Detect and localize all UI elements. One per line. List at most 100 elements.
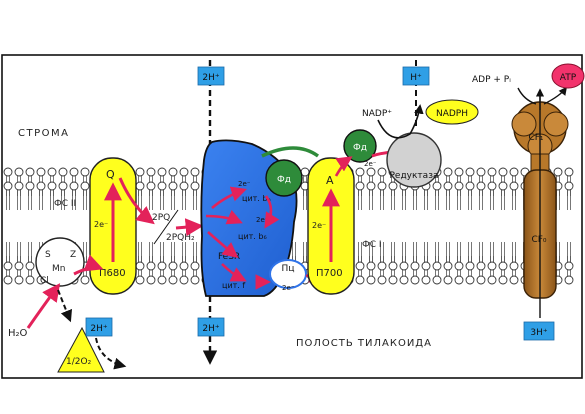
- lipid-head: [157, 261, 167, 271]
- lipid-head: [36, 181, 46, 191]
- atp-bubble: [551, 63, 585, 89]
- lipid-head: [432, 275, 442, 285]
- water-to-oec-arrow: [26, 283, 61, 329]
- cf0-label: CF₀: [531, 235, 546, 245]
- lipid-head: [157, 275, 167, 285]
- lipid-head: [465, 275, 475, 285]
- lipid-head: [377, 167, 387, 177]
- cyclic-flow-arc: [261, 146, 320, 158]
- lipid-head: [146, 167, 156, 177]
- lipid-head: [168, 261, 178, 271]
- lipid-head: [377, 275, 387, 285]
- lipid-head: [410, 261, 420, 271]
- ferredoxin-nadp-reductase: [386, 132, 442, 188]
- lipid-head: [355, 261, 365, 271]
- cyt-electron-label-2: 2e⁻: [256, 216, 269, 224]
- pq-label: 2PQ: [152, 213, 170, 223]
- lipid-head: [135, 181, 145, 191]
- lipid-head: [366, 275, 376, 285]
- water-label: H₂O: [8, 328, 28, 339]
- nadp-label: NADP⁺: [362, 109, 392, 119]
- plastocyanin: [269, 259, 307, 289]
- nadp-proton-box: [402, 66, 430, 86]
- lipid-head: [36, 167, 46, 177]
- cyt-arrow-2: [205, 209, 243, 225]
- oec-cl-label: Cl: [40, 276, 49, 286]
- lipid-head: [14, 181, 24, 191]
- lipid-head: [168, 167, 178, 177]
- lipid-head: [443, 275, 453, 285]
- lipid-head: [421, 261, 431, 271]
- p700-label: П700: [316, 268, 343, 279]
- lipid-head: [58, 167, 68, 177]
- lipid-head: [399, 275, 409, 285]
- o2-triangle: [57, 326, 105, 373]
- lipid-head: [377, 261, 387, 271]
- psii-proton-label: 2H⁺: [90, 324, 107, 334]
- lipid-head: [168, 181, 178, 191]
- lipid-head: [146, 181, 156, 191]
- lipid-head: [465, 167, 475, 177]
- psii-electron-label: 2e⁻: [94, 220, 108, 229]
- lipid-head: [190, 261, 200, 271]
- lipid-head: [377, 181, 387, 191]
- o2-label: 1/2O₂: [66, 357, 92, 367]
- ferredoxin-label: Фд: [353, 143, 367, 153]
- lipid-head: [564, 261, 574, 271]
- lipid-head: [564, 167, 574, 177]
- lipid-head: [14, 167, 24, 177]
- lipid-head: [410, 275, 420, 285]
- pq-to-cyt-arrow: [175, 218, 204, 237]
- lipid-head: [80, 275, 90, 285]
- atp-release-arrow: [543, 86, 568, 105]
- cyt-arrow-1: [211, 186, 247, 209]
- lipid-head: [14, 275, 24, 285]
- lipid-head: [190, 181, 200, 191]
- lipid-head: [443, 261, 453, 271]
- lumen-label: ПОЛОСТЬ ТИЛАКОИДА: [296, 338, 432, 349]
- lipid-head: [487, 261, 497, 271]
- lipid-head: [47, 167, 57, 177]
- lipid-head: [69, 167, 79, 177]
- cyt-f-label: цит. f: [222, 281, 245, 290]
- ferredoxin-electron-label: 2e⁻: [364, 160, 377, 168]
- lipid-head: [487, 181, 497, 191]
- lipid-head: [487, 275, 497, 285]
- lipid-head: [146, 261, 156, 271]
- psi-label: ФС I: [362, 240, 382, 250]
- lipid-head: [3, 275, 13, 285]
- lipid-head: [509, 261, 519, 271]
- lipid-head: [498, 181, 508, 191]
- psii-proton-arrow: [95, 337, 127, 370]
- plastocyanin-electron-label: 2e⁻: [282, 284, 295, 292]
- lipid-head: [25, 181, 35, 191]
- lipid-head: [366, 181, 376, 191]
- cyt-electron-label-1: 2e⁻: [238, 180, 251, 188]
- o2-release-arrow: [57, 289, 73, 323]
- q-to-pq-arrow: [118, 177, 155, 225]
- lipid-head: [179, 275, 189, 285]
- psi-electron-label: 2e⁻: [312, 221, 326, 230]
- pqh2-label: 2PQH₂: [166, 233, 195, 243]
- lipid-head: [432, 181, 442, 191]
- lipid-head: [366, 261, 376, 271]
- lipid-head: [366, 167, 376, 177]
- adp-binding-arrow: [517, 87, 537, 105]
- lipid-head: [421, 275, 431, 285]
- cf1-label: CF₁: [528, 133, 543, 143]
- cyt-bh-label: цит. bₕ: [242, 194, 271, 203]
- p680-label: П680: [99, 268, 126, 279]
- atp-proton-box: [523, 321, 555, 341]
- lipid-head: [388, 181, 398, 191]
- lipid-head: [498, 261, 508, 271]
- fes-label: FeSR: [218, 252, 240, 262]
- oec-to-p680-arrow: [73, 254, 104, 276]
- lipid-head: [3, 261, 13, 271]
- nadp-proton-label: H⁺: [410, 73, 422, 83]
- cf1-subunit-2: [543, 111, 569, 137]
- reductase-label: Редуктаза: [389, 171, 438, 181]
- lipid-head: [509, 275, 519, 285]
- lipid-head: [388, 261, 398, 271]
- lipid-head: [179, 181, 189, 191]
- lipid-head: [355, 275, 365, 285]
